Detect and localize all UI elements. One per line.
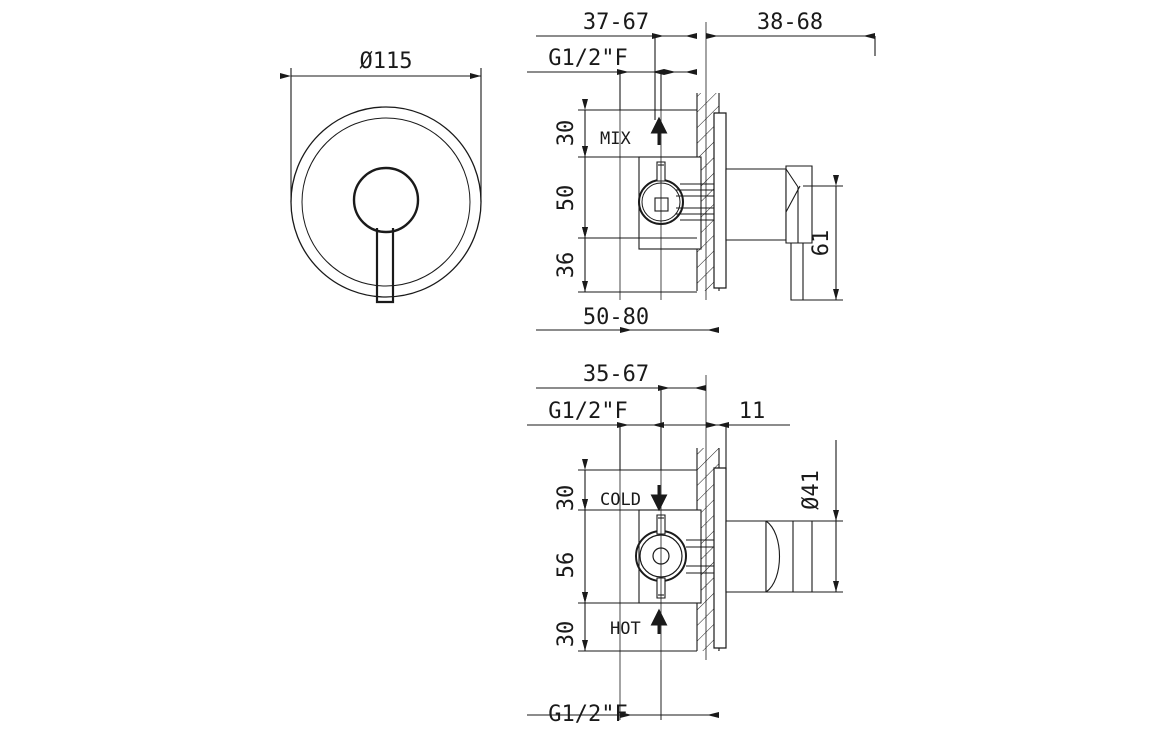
hot-flow-arrow bbox=[650, 608, 668, 634]
label-plate-diameter: Ø115 bbox=[360, 49, 413, 74]
cold-flow-arrow bbox=[650, 485, 668, 512]
label-hot: HOT bbox=[610, 619, 641, 639]
label-dim-l-30a: 30 bbox=[554, 485, 579, 512]
valve-barrel-upper bbox=[725, 168, 787, 241]
arrowhead-g12-u-d bbox=[685, 69, 697, 75]
label-dim-11: 11 bbox=[739, 399, 766, 424]
handle-cap-lower bbox=[765, 520, 813, 593]
escutcheon-inner-circle bbox=[301, 117, 471, 287]
upper-section-view bbox=[527, 22, 876, 333]
valve-housing-lower bbox=[638, 509, 702, 604]
label-dim-l-56: 56 bbox=[554, 552, 579, 579]
label-thread-lower-bottom: G1/2"F bbox=[548, 702, 627, 727]
arrowhead-50-80-a bbox=[620, 327, 632, 333]
arrowhead-g12-b-a bbox=[620, 712, 632, 718]
arrowhead-g12-u-a bbox=[617, 69, 629, 75]
label-dim-38-68: 38-68 bbox=[757, 10, 823, 35]
label-dim-u-30: 30 bbox=[554, 120, 579, 147]
arrowhead-g12-u-b bbox=[652, 69, 664, 75]
arrowhead-35-67-b bbox=[694, 385, 706, 391]
arrowhead-11-b bbox=[717, 422, 729, 428]
label-dim-61: 61 bbox=[809, 230, 834, 257]
collar-bevel-upper-1 bbox=[785, 168, 799, 188]
arrowhead-g12-u-c bbox=[664, 69, 676, 75]
cartridge-housing-upper bbox=[638, 156, 702, 250]
label-mix: MIX bbox=[600, 129, 631, 149]
arrowhead-35-67-a bbox=[658, 385, 670, 391]
handle-lever-upper bbox=[790, 242, 804, 301]
label-thread-upper: G1/2"F bbox=[548, 46, 627, 71]
handle-collar-upper bbox=[785, 165, 813, 244]
arrowhead-g12-l-b bbox=[652, 422, 664, 428]
valve-barrel-lower bbox=[725, 520, 767, 593]
handle-ring bbox=[352, 166, 420, 234]
label-dim-u-36: 36 bbox=[554, 252, 579, 279]
arrowhead-38-68-a bbox=[706, 33, 718, 39]
lower-section-view bbox=[527, 375, 843, 720]
handle-lever bbox=[375, 228, 395, 304]
mix-flow-arrow bbox=[650, 116, 668, 145]
handle-cap-curve bbox=[765, 520, 781, 593]
label-thread-lower-top: G1/2"F bbox=[548, 399, 627, 424]
label-dim-37-67: 37-67 bbox=[583, 10, 649, 35]
arrowhead-37-67-a bbox=[652, 33, 664, 39]
escutcheon-plate-side-lower bbox=[713, 467, 727, 649]
label-cold: COLD bbox=[600, 490, 641, 510]
arrowhead-g12-b-b bbox=[707, 712, 719, 718]
label-dim-35-67: 35-67 bbox=[583, 362, 649, 387]
label-dim-l-30b: 30 bbox=[554, 621, 579, 648]
label-dim-d41: Ø41 bbox=[799, 470, 824, 510]
arrowhead-50-80-b bbox=[707, 327, 719, 333]
front-view-escutcheon bbox=[280, 68, 482, 304]
label-dim-50-80: 50-80 bbox=[583, 305, 649, 330]
cartridge-square-upper bbox=[654, 197, 669, 212]
escutcheon-outer-circle bbox=[290, 106, 482, 298]
arrowhead-38-68-b bbox=[863, 33, 875, 39]
arrowhead-37-67-b bbox=[685, 33, 697, 39]
arrowhead-11-a bbox=[706, 422, 718, 428]
label-dim-u-50: 50 bbox=[554, 185, 579, 212]
arrowhead-g12-l-a bbox=[617, 422, 629, 428]
escutcheon-plate-side-upper bbox=[713, 112, 727, 289]
